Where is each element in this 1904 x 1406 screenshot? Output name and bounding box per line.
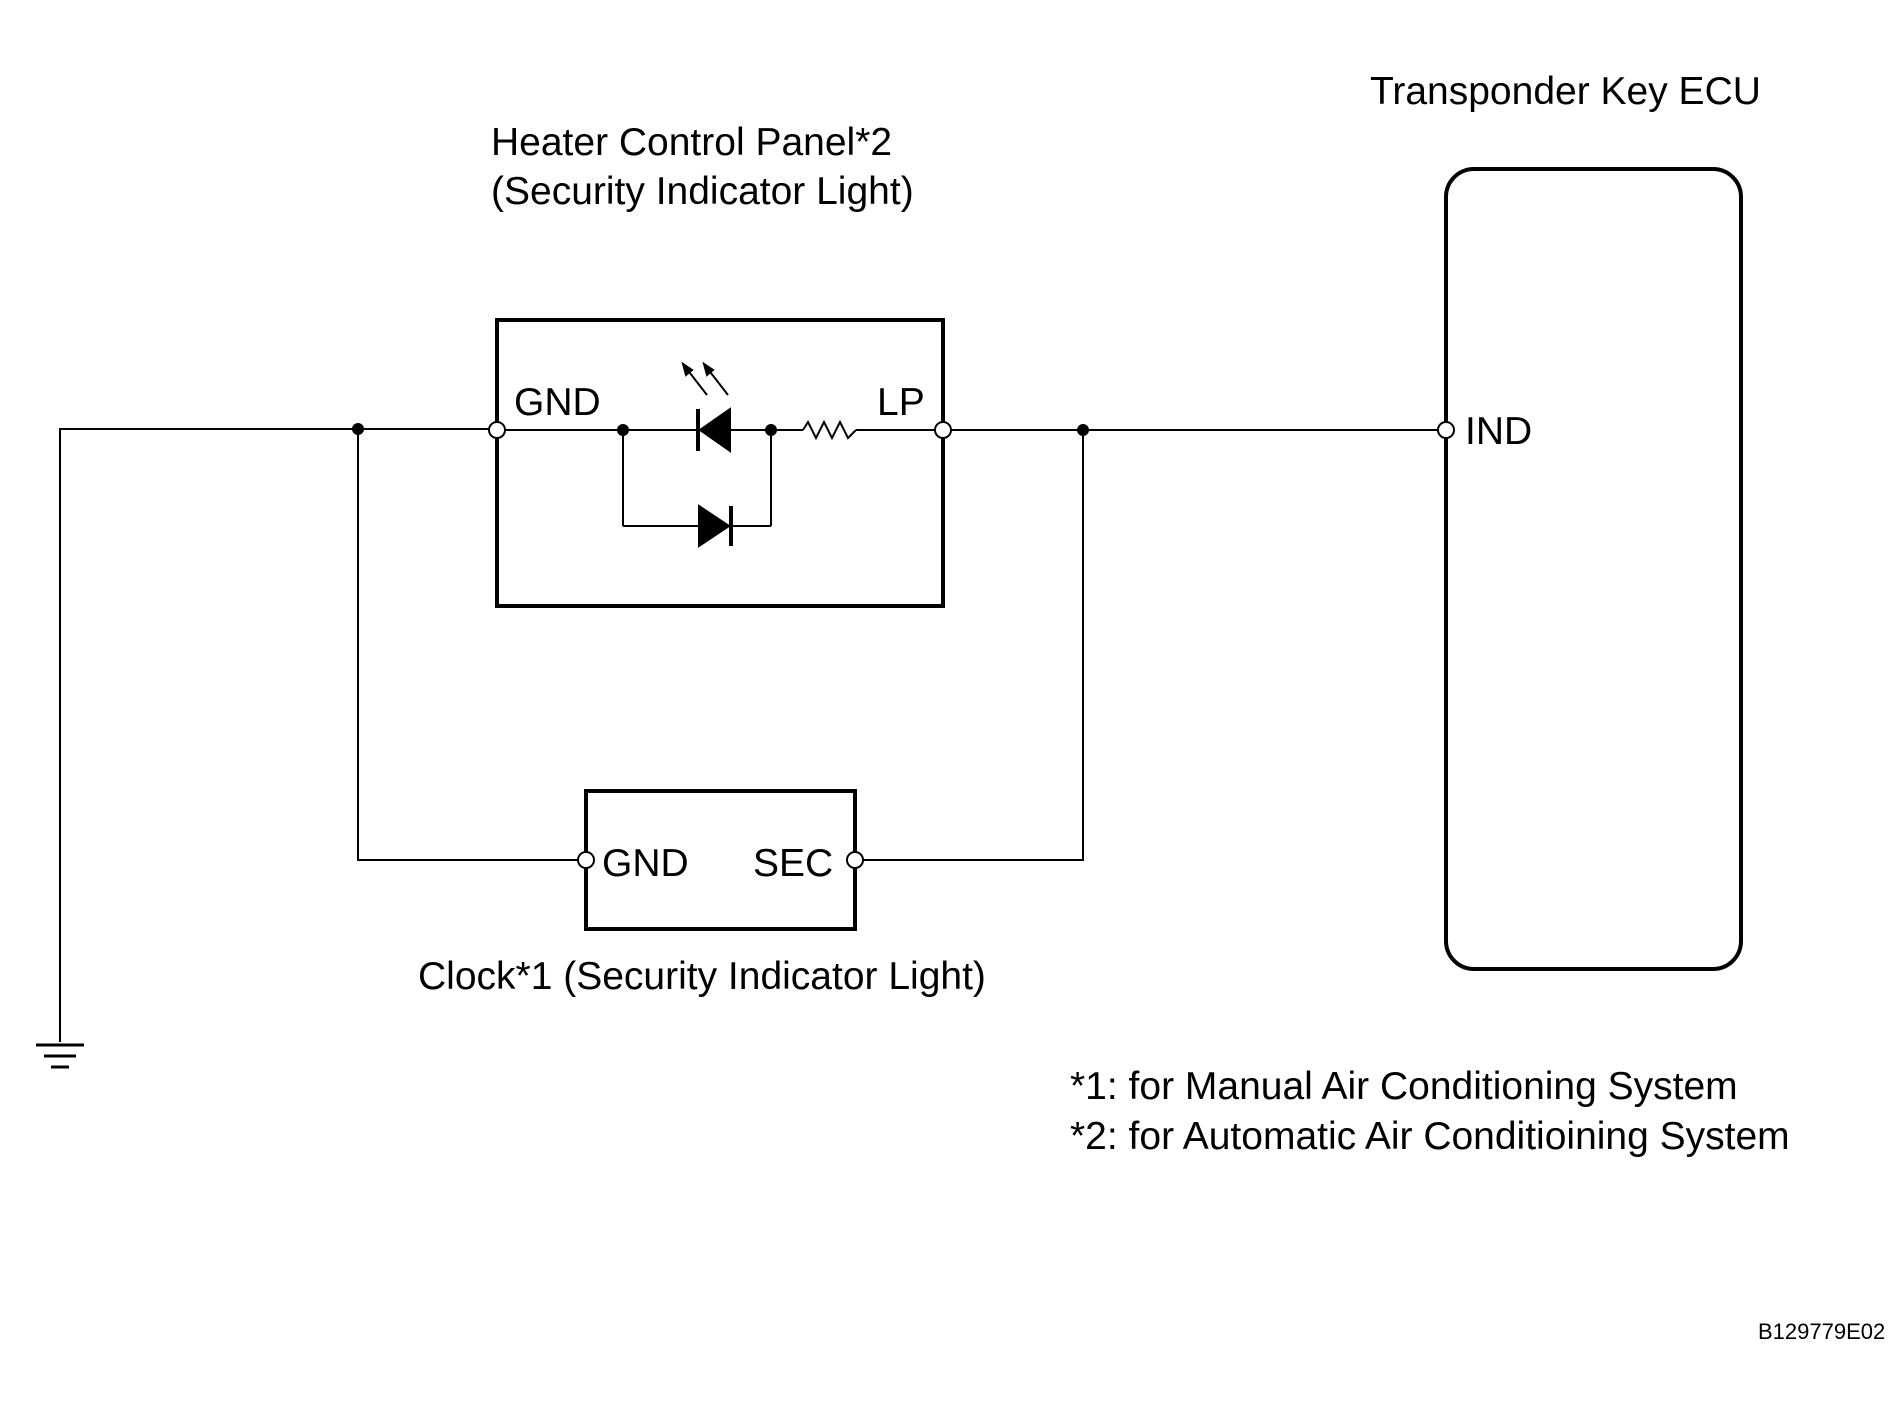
junction-dot	[617, 424, 629, 436]
led-icon	[681, 361, 731, 453]
terminal-heater-lp	[934, 421, 952, 439]
heater-terminal-gnd-label: GND	[514, 381, 601, 424]
heater-panel-title: Heater Control Panel*2	[491, 121, 892, 164]
external-wiring	[59, 428, 1446, 1042]
diode-icon	[698, 504, 733, 548]
clock-terminal-gnd-label: GND	[602, 842, 689, 885]
footnote-1: *1: for Manual Air Conditioning System	[1070, 1065, 1738, 1108]
junction-dot	[1077, 424, 1089, 436]
clock-terminal-sec-label: SEC	[753, 842, 833, 885]
ecu-terminal-ind-label: IND	[1465, 410, 1532, 453]
junction-dot	[765, 424, 777, 436]
heater-panel-subtitle: (Security Indicator Light)	[491, 170, 914, 213]
terminal-heater-gnd	[488, 421, 506, 439]
footnote-2: *2: for Automatic Air Conditioining Syst…	[1070, 1115, 1790, 1158]
terminal-clock-gnd	[577, 851, 595, 869]
resistor-icon	[802, 419, 857, 441]
ecu-title: Transponder Key ECU	[1370, 70, 1761, 113]
heater-internal-wiring	[498, 429, 942, 527]
ground-icon	[36, 1043, 84, 1069]
heater-panel-box	[495, 318, 945, 608]
heater-terminal-lp-label: LP	[877, 381, 925, 424]
figure-id: B129779E02	[1758, 1319, 1885, 1344]
junction-dot	[352, 423, 364, 435]
terminal-ecu-ind	[1437, 421, 1455, 439]
ecu-box	[1444, 167, 1743, 971]
clock-title: Clock*1 (Security Indicator Light)	[418, 955, 986, 998]
terminal-clock-sec	[846, 851, 864, 869]
